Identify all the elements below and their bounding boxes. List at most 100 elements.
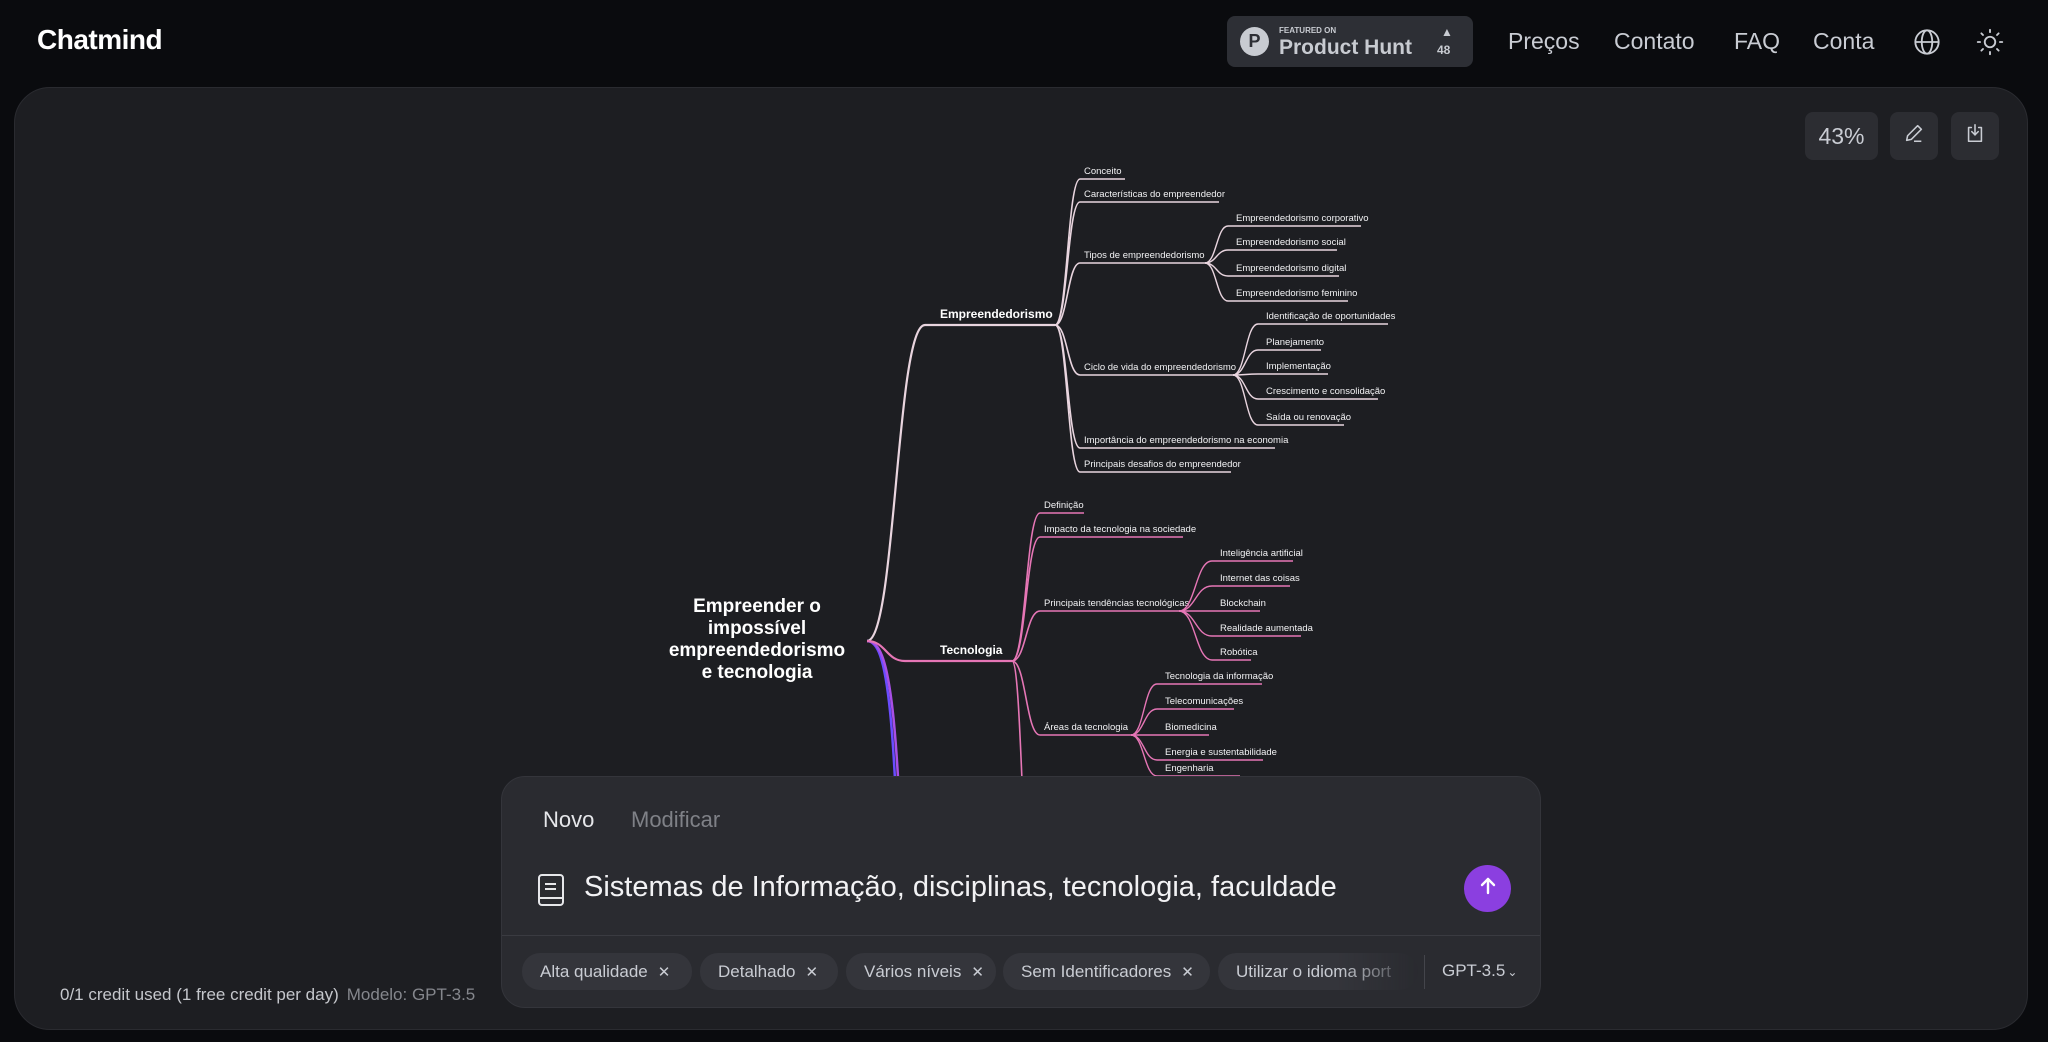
mindmap-leaf-node[interactable]: Saída ou renovação [1266, 412, 1351, 423]
mindmap-node[interactable]: Importância do empreendedorismo na econo… [1084, 435, 1289, 446]
mindmap-leaf-node[interactable]: Blockchain [1220, 598, 1266, 609]
mindmap-link [1130, 683, 1262, 736]
mindmap[interactable]: Empreendedorismo ConceitoCaracterísticas … [0, 0, 2048, 778]
mindmap-leaf-node[interactable]: Biomedicina [1165, 722, 1217, 733]
mindmap-leaf-node[interactable]: Crescimento e consolidação [1266, 386, 1385, 397]
mindmap-link [1054, 201, 1219, 326]
mindmap-link [1232, 349, 1321, 376]
mindmap-node[interactable]: Características do empreendedor [1084, 189, 1225, 200]
mindmap-link [1130, 734, 1240, 777]
mindmap-link [1011, 536, 1183, 662]
close-icon[interactable]: ✕ [1181, 963, 1194, 981]
zoom-level[interactable]: 43% [1805, 112, 1878, 160]
tab-novo[interactable]: Novo [543, 807, 595, 832]
mindmap-branch-node[interactable]: Tecnologia [940, 643, 1003, 657]
product-hunt-name: Product Hunt [1279, 36, 1412, 59]
mindmap-node[interactable]: Tipos de empreendedorismo [1084, 250, 1205, 261]
mindmap-node[interactable]: Impacto da tecnologia na sociedade [1044, 524, 1196, 535]
tab-modificar[interactable]: Modificar [631, 807, 721, 832]
chip-idioma[interactable]: Utilizar o idioma port [1218, 953, 1418, 990]
document-icon[interactable] [536, 873, 566, 912]
mindmap-node[interactable]: Principais tendências tecnológicas [1044, 598, 1189, 609]
mindmap-link [1011, 512, 1084, 662]
divider [502, 935, 1540, 936]
mindmap-node[interactable]: Áreas da tecnologia [1044, 722, 1129, 733]
mindmap-link [1054, 324, 1233, 376]
mindmap-link [1204, 249, 1337, 264]
credits-text: 0/1 credit used (1 free credit per day) [60, 985, 339, 1004]
mindmap-leaf-node[interactable]: Realidade aumentada [1220, 623, 1314, 634]
mindmap-leaf-node[interactable]: Empreendedorismo corporativo [1236, 213, 1369, 224]
arrow-up-icon [1478, 876, 1498, 901]
mindmap-link [1232, 373, 1328, 376]
divider [1424, 955, 1425, 989]
model-text: Modelo: GPT-3.5 [346, 985, 476, 1004]
prompt-input[interactable] [584, 871, 1404, 904]
mindmap-branch-line [866, 323, 1055, 643]
chip-detalhado[interactable]: Detalhado✕ [700, 953, 838, 990]
close-icon[interactable]: ✕ [805, 963, 819, 981]
download-icon [1964, 122, 1986, 150]
close-icon[interactable]: ✕ [971, 963, 984, 981]
mindmap-leaf-node[interactable]: Telecomunicações [1165, 696, 1243, 707]
chip-varios-niveis[interactable]: Vários níveis ✕ [846, 953, 996, 990]
mindmap-link [1130, 708, 1234, 736]
mindmap-leaf-node[interactable]: Implementação [1266, 361, 1331, 372]
mindmap-leaf-node[interactable]: Empreendedorismo social [1236, 237, 1346, 248]
globe-icon[interactable] [1913, 28, 1941, 56]
nav-precos[interactable]: Preços [1508, 28, 1580, 54]
mindmap-link [1178, 610, 1251, 661]
send-button[interactable] [1464, 865, 1511, 912]
nav-faq[interactable]: FAQ [1734, 28, 1781, 54]
chip-label: Alta qualidade [540, 961, 648, 981]
chip-label: Vários níveis [864, 961, 962, 981]
close-icon[interactable]: ✕ [657, 963, 671, 981]
mindmap-leaf-node[interactable]: Tecnologia da informação [1165, 671, 1273, 682]
mindmap-link [1011, 660, 1131, 736]
mindmap-link [1204, 262, 1348, 302]
chip-alta-qualidade[interactable]: Alta qualidade ✕ [522, 953, 692, 990]
product-hunt-badge[interactable]: P FEATURED ON Product Hunt ▲ 48 [1227, 16, 1473, 67]
mindmap-node[interactable]: Ciclo de vida do empreendedorismo [1084, 362, 1236, 373]
chip-label: Sem Identificadores [1021, 961, 1172, 981]
mindmap-leaf-node[interactable]: Empreendedorismo digital [1236, 263, 1346, 274]
mindmap-link [1178, 560, 1293, 612]
mindmap-leaf-node[interactable]: Engenharia [1165, 763, 1214, 774]
mindmap-branch-node[interactable]: Empreendedorismo [940, 307, 1053, 321]
mindmap-link [1054, 262, 1205, 326]
featured-on-label: FEATURED ON [1279, 26, 1337, 35]
mindmap-link [1204, 225, 1361, 264]
nav-conta[interactable]: Conta [1813, 28, 1875, 54]
mindmap-link [1232, 323, 1388, 376]
mindmap-leaf-node[interactable]: Empreendedorismo feminino [1236, 288, 1357, 299]
logo[interactable]: Chatmind [37, 24, 163, 55]
product-hunt-icon: P [1240, 27, 1269, 56]
pencil-icon [1903, 122, 1925, 150]
mindmap-leaf-node[interactable]: Energia e sustentabilidade [1165, 747, 1277, 758]
mindmap-leaf-node[interactable]: Identificação de oportunidades [1266, 311, 1396, 322]
mindmap-root-node[interactable]: Empreender o impossível empreendedorismo… [668, 596, 846, 683]
model-select[interactable]: GPT-3.5⌄ [1442, 961, 1517, 981]
nav-contato[interactable]: Contato [1614, 28, 1695, 54]
credit-status: 0/1 credit used (1 free credit per day) M… [60, 985, 475, 1005]
model-select-value: GPT-3.5 [1442, 961, 1506, 980]
upvote-icon: ▲ [1441, 25, 1453, 39]
mindmap-branch-line [866, 639, 1012, 663]
mindmap-node[interactable]: Definição [1044, 500, 1084, 511]
mindmap-leaf-node[interactable]: Robótica [1220, 647, 1258, 658]
mindmap-leaf-node[interactable]: Internet das coisas [1220, 573, 1300, 584]
mindmap-node[interactable]: Principais desafios do empreendedor [1084, 459, 1241, 470]
chip-sem-identificadores[interactable]: Sem Identificadores ✕ [1003, 953, 1210, 990]
mindmap-branch-line [1011, 660, 1023, 778]
mindmap-leaf-node[interactable]: Planejamento [1266, 337, 1324, 348]
mindmap-link [1178, 585, 1290, 612]
mindmap-node[interactable]: Conceito [1084, 166, 1122, 177]
mindmap-leaf-node[interactable]: Inteligência artificial [1220, 548, 1303, 559]
edit-button[interactable] [1890, 112, 1938, 160]
chip-label: Utilizar o idioma port [1236, 961, 1391, 981]
download-button[interactable] [1951, 112, 1999, 160]
prompt-panel: Novo Modificar Alta qualidade ✕ Detalhado… [501, 776, 1541, 1008]
mindmap-branch-line [866, 639, 900, 778]
upvote-count: 48 [1437, 43, 1451, 57]
sun-icon[interactable] [1976, 28, 2004, 56]
